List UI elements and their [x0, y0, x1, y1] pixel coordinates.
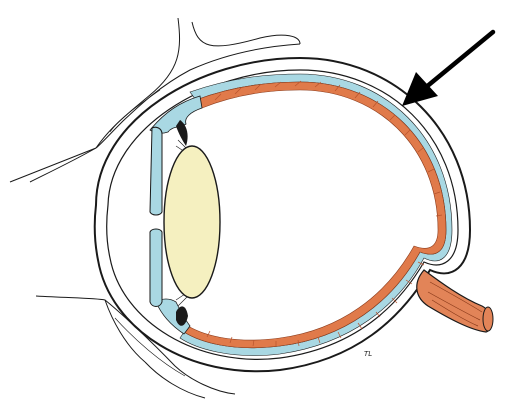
- pointer-arrow: [402, 29, 496, 106]
- retina-hatching: [206, 80, 443, 347]
- artist-signature: TL: [364, 350, 372, 358]
- optic-nerve-end: [482, 306, 494, 332]
- zonule-upper: [176, 120, 188, 146]
- optic-nerve-fibers: [427, 281, 483, 327]
- eyelid-sketch: [9, 17, 301, 399]
- ciliary-body-upper: [149, 95, 203, 134]
- iris-lower: [149, 228, 163, 307]
- optic-nerve: [416, 269, 493, 333]
- lens: [163, 145, 221, 299]
- iris-upper: [149, 126, 163, 216]
- zonule-lower: [176, 306, 188, 326]
